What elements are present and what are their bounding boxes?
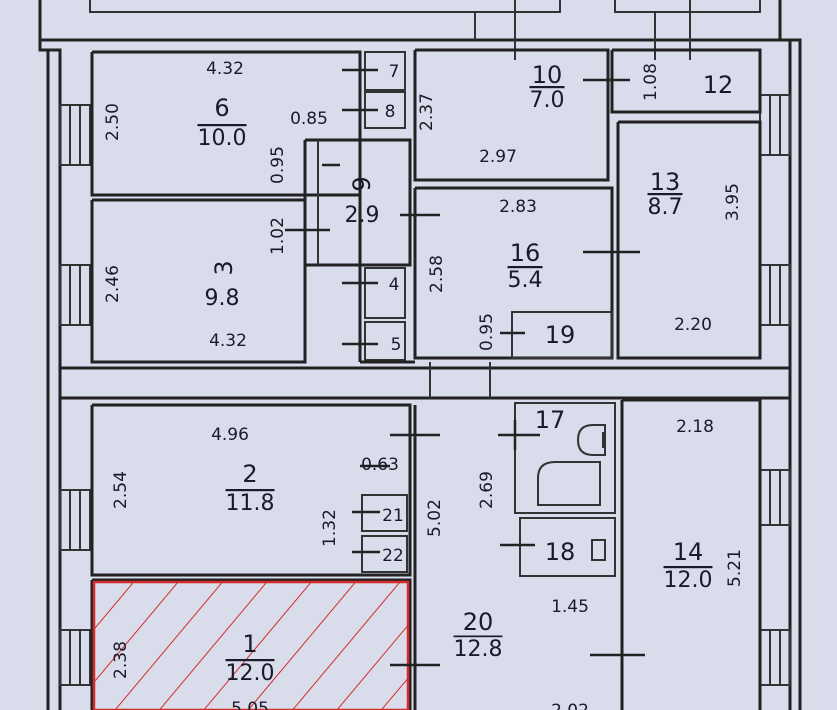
room-8-number: 8 [385, 102, 396, 122]
room-14-area: 12.0 [664, 568, 713, 593]
room-3-area: 9.8 [205, 286, 240, 311]
room-19-number: 19 [545, 321, 576, 349]
dim-095-b: 0.95 [477, 313, 497, 351]
dim-297: 2.97 [479, 147, 517, 167]
dim-395: 3.95 [723, 183, 743, 221]
dim-room1-width: 5.05 [231, 699, 269, 710]
room-1-area: 12.0 [226, 661, 275, 686]
dim-room1-height: 2.38 [111, 641, 131, 679]
dim-085: 0.85 [290, 109, 328, 129]
room-4-number: 4 [389, 275, 400, 295]
window-left-1 [59, 104, 91, 166]
room-18-number: 18 [545, 538, 576, 566]
room-9-number: 9 [348, 176, 376, 191]
dimension-labels: 4.32 2.50 0.85 0.95 1.02 2.46 4.32 2.37 … [103, 59, 745, 710]
room-13-number: 13 [650, 168, 681, 196]
room-12-number: 12 [703, 71, 734, 99]
dim-521: 5.21 [725, 549, 745, 587]
dim-room6-height: 2.50 [103, 103, 123, 141]
dim-room6-width: 4.32 [206, 59, 244, 79]
dim-283: 2.83 [499, 197, 537, 217]
dim-room2-height: 2.54 [111, 471, 131, 509]
dim-063: 0.63 [361, 455, 399, 475]
room-10-area: 7.0 [530, 88, 565, 113]
window-left-3 [59, 489, 91, 551]
dim-220: 2.20 [674, 315, 712, 335]
dim-502: 5.02 [425, 499, 445, 537]
room-outlines [60, 48, 790, 710]
dim-room2-width: 4.96 [211, 425, 249, 445]
room-1-number: 1 [242, 630, 257, 658]
window-left-4 [59, 629, 91, 686]
room-7-number: 7 [389, 62, 400, 82]
room-13-area: 8.7 [648, 195, 683, 220]
room-21-number: 21 [382, 506, 404, 526]
room-16-number: 16 [510, 239, 541, 267]
dim-145: 1.45 [551, 597, 589, 617]
room-1-highlight [92, 580, 410, 710]
window-left-2 [59, 264, 91, 326]
room-5-number: 5 [391, 335, 402, 355]
room-20-area: 12.8 [454, 637, 503, 662]
room-labels: 6 10.0 7 8 9 2.9 3 9.8 4 5 10 7.0 12 13 … [198, 61, 734, 686]
dim-237: 2.37 [417, 93, 437, 131]
room-6-area: 10.0 [198, 126, 247, 151]
room-17-number: 17 [535, 406, 566, 434]
dim-room3-height: 2.46 [103, 265, 123, 303]
dim-269: 2.69 [477, 471, 497, 509]
room-16-area: 5.4 [508, 268, 543, 293]
dim-room3-width: 4.32 [209, 331, 247, 351]
windows [59, 94, 791, 686]
dim-218: 2.18 [676, 417, 714, 437]
door-marks [285, 58, 645, 667]
dim-108: 1.08 [641, 63, 661, 101]
dim-095-a: 0.95 [268, 146, 288, 184]
room-10-number: 10 [532, 61, 563, 89]
room-3-number: 3 [210, 260, 238, 275]
dim-132: 1.32 [320, 509, 340, 547]
dim-room20-width: 2.02 [551, 701, 589, 710]
dim-102: 1.02 [268, 217, 288, 255]
window-right-3 [759, 469, 791, 526]
room-2-number: 2 [242, 460, 257, 488]
room-20-number: 20 [463, 608, 494, 636]
room-22-number: 22 [382, 546, 404, 566]
room-6-number: 6 [214, 94, 229, 122]
room-14-number: 14 [673, 538, 704, 566]
room-9-area: 2.9 [345, 203, 380, 228]
dim-258: 2.58 [427, 255, 447, 293]
room-2-area: 11.8 [226, 491, 275, 516]
